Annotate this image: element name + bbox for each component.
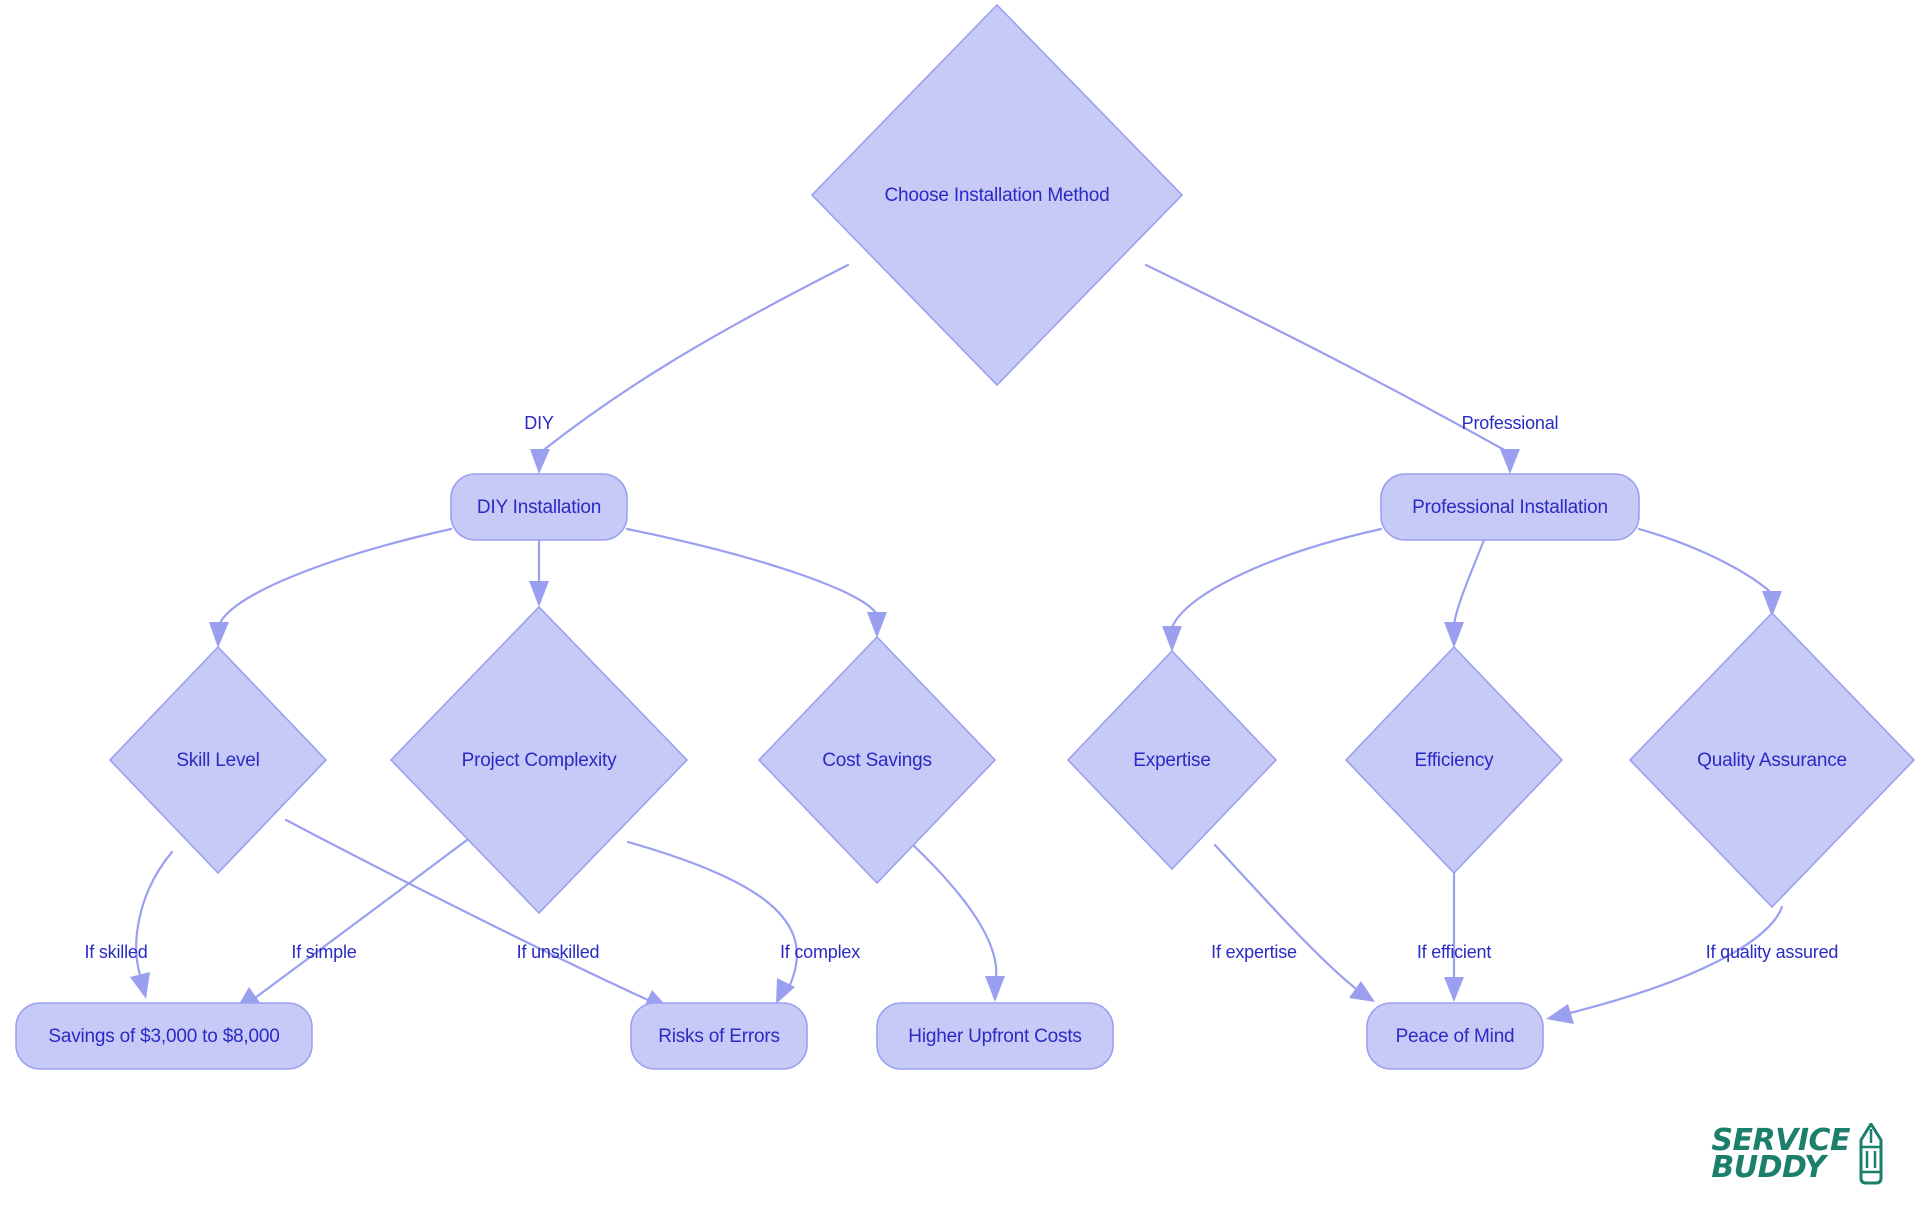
diamond-shape — [1344, 645, 1564, 875]
node-label: Expertise — [1133, 750, 1210, 771]
edge-root-to-diy — [539, 263, 850, 454]
pencil-icon — [1859, 1123, 1883, 1185]
edge-label-if-skilled: If skilled — [84, 942, 147, 962]
node-diy-installation[interactable]: DIY Installation — [450, 473, 628, 541]
node-label: Higher Upfront Costs — [908, 1026, 1081, 1047]
arrowhead-expertise-to-peace — [1349, 981, 1375, 1002]
diamond-shape — [108, 645, 328, 875]
diamond-shape — [1066, 649, 1278, 871]
node-project-complexity[interactable]: Project Complexity — [389, 605, 689, 915]
arrowhead-diy-to-skill — [209, 622, 229, 648]
diamond-shape — [1628, 611, 1916, 909]
brand-wordmark: SERVICE BUDDY — [1711, 1123, 1850, 1185]
edge-label-layer: DIY Professional If skilled If simple If… — [84, 413, 1838, 962]
edge-layer — [130, 263, 1784, 1024]
node-label: DIY Installation — [477, 497, 601, 518]
edge-pro-to-quality — [1637, 527, 1774, 596]
arrowhead-pro-to-efficiency — [1444, 622, 1464, 648]
arrowhead-root-to-diy — [530, 449, 550, 474]
node-peace-of-mind[interactable]: Peace of Mind — [1366, 1002, 1544, 1070]
node-higher-upfront-costs[interactable]: Higher Upfront Costs — [876, 1002, 1114, 1070]
arrowhead-pro-to-expertise — [1162, 626, 1182, 652]
edge-diy-to-skill — [217, 527, 453, 627]
edge-pro-to-expertise — [1170, 527, 1383, 630]
edge-label-if-expertise: If expertise — [1211, 942, 1297, 962]
node-layer: Choose Installation Method DIY Installat… — [15, 3, 1916, 1070]
stadium-shape — [450, 473, 628, 541]
stadium-shape — [15, 1002, 313, 1070]
node-cost-savings[interactable]: Cost Savings — [757, 635, 997, 885]
service-buddy-logo: SERVICE BUDDY — [1711, 1123, 1884, 1185]
edge-expertise-to-peace — [1213, 843, 1357, 990]
stadium-shape — [1380, 473, 1640, 541]
edge-complexity-to-savings — [253, 838, 469, 1000]
node-professional-installation[interactable]: Professional Installation — [1380, 473, 1640, 541]
node-label: Savings of $3,000 to $8,000 — [48, 1026, 279, 1047]
diamond-shape — [810, 3, 1184, 387]
node-choose-installation-method[interactable]: Choose Installation Method — [810, 3, 1184, 387]
arrowhead-skill-to-savings — [130, 972, 150, 999]
node-label: Risks of Errors — [658, 1026, 780, 1047]
node-label: Peace of Mind — [1396, 1026, 1515, 1047]
node-quality-assurance[interactable]: Quality Assurance — [1628, 611, 1916, 909]
node-label: Choose Installation Method — [884, 185, 1109, 206]
node-savings-outcome[interactable]: Savings of $3,000 to $8,000 — [15, 1002, 313, 1070]
edge-label-professional: Professional — [1462, 413, 1559, 433]
edge-label-if-efficient: If efficient — [1417, 942, 1492, 962]
node-label: Cost Savings — [822, 750, 932, 771]
node-label: Quality Assurance — [1697, 750, 1847, 771]
brand-line-2: BUDDY — [1711, 1150, 1826, 1185]
node-efficiency[interactable]: Efficiency — [1344, 645, 1564, 875]
node-label: Skill Level — [176, 750, 259, 771]
stadium-shape — [1366, 1002, 1544, 1070]
node-label: Professional Installation — [1412, 497, 1608, 518]
edge-diy-to-savings — [625, 527, 879, 617]
stadium-shape — [630, 1002, 808, 1070]
edge-skill-to-savings — [135, 850, 174, 977]
edge-pro-to-efficiency — [1452, 538, 1486, 627]
edge-label-if-complex: If complex — [780, 942, 860, 962]
edge-label-if-simple: If simple — [291, 942, 356, 962]
diamond-shape — [757, 635, 997, 885]
arrowhead-root-to-pro — [1500, 449, 1520, 474]
edge-complexity-to-risks — [626, 840, 798, 987]
arrowhead-diy-to-complexity — [529, 581, 549, 607]
brand-line-1: SERVICE — [1711, 1123, 1850, 1158]
edge-label-diy: DIY — [524, 413, 554, 433]
edge-skill-to-risks — [284, 818, 650, 1002]
node-risks-of-errors[interactable]: Risks of Errors — [630, 1002, 808, 1070]
arrowhead-pro-to-quality — [1762, 591, 1782, 617]
arrowhead-complexity-to-risks — [776, 978, 795, 1004]
node-skill-level[interactable]: Skill Level — [108, 645, 328, 875]
edge-quality-to-peace — [1568, 905, 1784, 1015]
edge-label-if-quality-assured: If quality assured — [1706, 942, 1838, 962]
node-expertise[interactable]: Expertise — [1066, 649, 1278, 871]
arrowhead-savings-to-costs — [985, 976, 1005, 1002]
node-label: Efficiency — [1415, 750, 1495, 771]
diamond-shape — [389, 605, 689, 915]
node-label: Project Complexity — [462, 750, 617, 771]
arrowhead-quality-to-peace — [1546, 1004, 1574, 1024]
stadium-shape — [876, 1002, 1114, 1070]
edge-root-to-pro — [1144, 263, 1510, 454]
arrowhead-diy-to-savings — [867, 612, 887, 638]
edge-savings-to-costs — [911, 843, 998, 980]
arrowhead-efficiency-to-peace — [1444, 977, 1464, 1002]
edge-label-if-unskilled: If unskilled — [517, 942, 600, 962]
